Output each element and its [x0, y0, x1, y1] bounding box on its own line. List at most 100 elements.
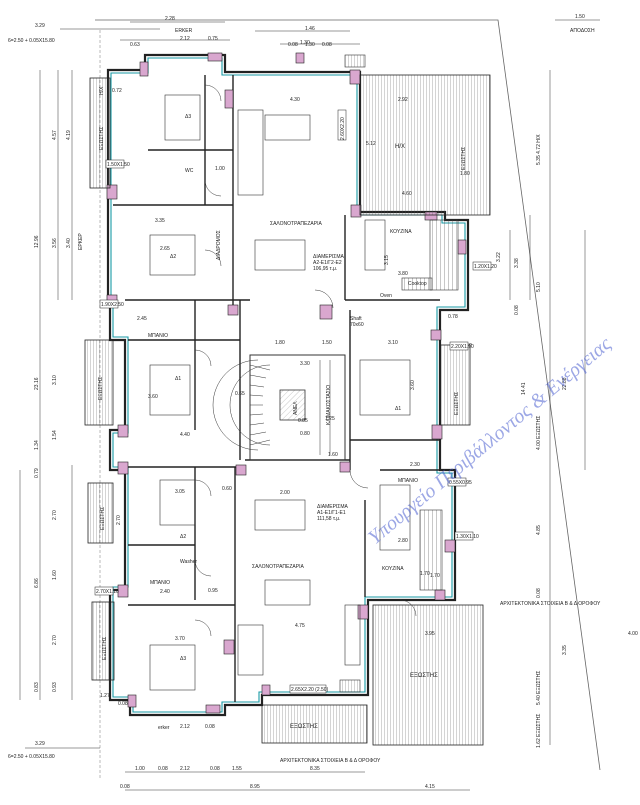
room-label-d2b: Δ2 [180, 534, 186, 540]
dim-text: 0.60 [222, 486, 232, 492]
dim-text: 0.08 [210, 766, 220, 772]
dim-text: 3.60 [148, 394, 158, 400]
dim-text: 0.95 [208, 588, 218, 594]
window-tag: 1.50X1.50 [107, 162, 130, 168]
dim-text: 8.95 [250, 784, 260, 790]
apartment-bottom-line-3: 111,58 τ.μ. [317, 516, 341, 522]
window-tag: 1.90X2.50 [101, 302, 124, 308]
doors [194, 84, 417, 637]
dim-text: 2.12 [180, 766, 190, 772]
apartment-top-line-2: Α2-Ε1/Γ2-Ε2 [313, 260, 342, 266]
dim-text: 1.00 [135, 766, 145, 772]
kitchen-label-top: ΚΟΥΖΙΝΑ [390, 229, 412, 235]
property-boundary [95, 19, 601, 771]
corridor-label: ΔΙΑΔΡΟΜΟΣ [216, 230, 222, 260]
dim-text: 3.29 [35, 23, 45, 29]
dim-text: 1.34 [34, 440, 40, 450]
dim-text: 4.15 [425, 784, 435, 790]
balconies [84, 74, 491, 746]
window-tag: 2.70X1.10 [96, 589, 119, 595]
dim-text: 4.85 [536, 525, 542, 535]
dim-text: 3.70 [175, 636, 185, 642]
dim-text: 5.10 [536, 282, 542, 292]
dim-text: 3.10 [52, 375, 58, 385]
window-tag: 2.65X2.20 (2.50) [291, 687, 329, 693]
window-tags: 1.50X1.50 1.20X1.20 2.20X1.10 2.65X2.20 … [94, 109, 497, 694]
dim-text: 1.50 [575, 14, 585, 20]
dim-text: 3.38 [514, 258, 520, 268]
dim-text: 0.72 [112, 88, 122, 94]
dim-text: 0.65 [235, 391, 245, 397]
dim-text: 1.30 [300, 40, 310, 46]
dim-text: 1.60 [52, 570, 58, 580]
elevator-label: ΑΝΕΛ [293, 401, 299, 415]
dim-text: 3.35 [562, 645, 568, 655]
dim-text: 1.25 [325, 416, 335, 422]
erker-top-label: ERKER [175, 28, 193, 34]
dim-text: 2.70 [52, 510, 58, 520]
dim-text: 2.65 [160, 246, 170, 252]
dim-text: 12.96 [34, 235, 40, 248]
erker-bottom-label: erker [158, 725, 170, 731]
dim-text: 4.60 [402, 191, 412, 197]
wall-note-bottom: 6=2.50 + 0.05X15.80 [8, 754, 55, 760]
dim-text: 3.22 [496, 252, 502, 262]
staircase [212, 354, 346, 461]
room-label-d1b: Δ1 [395, 406, 401, 412]
bathroom-label-2: ΜΠΑΝΙΟ [398, 478, 418, 484]
oven-label: Oven [380, 293, 392, 299]
cooktop-label: Cooktop [408, 281, 427, 287]
left-dimensions [19, 70, 73, 700]
wall-note-top: 6=2.50 + 0.05X15.80 [8, 38, 55, 44]
dim-text: 3.56 [52, 238, 58, 248]
dim-text: 3.29 [35, 741, 45, 747]
dim-text: 0.85 [298, 418, 308, 424]
dim-text: 0.08 [322, 42, 332, 48]
dim-text: 2.00 [280, 490, 290, 496]
dim-text: 4.19 [66, 130, 72, 140]
right-dim-hx: 5.35 4.72 H/X [536, 134, 542, 165]
window-tag: 2.60X2.20 [340, 117, 346, 140]
shaft-label: Shaft [350, 316, 362, 322]
dim-text: 1.27 [100, 693, 110, 699]
dim-text: 0.75 [208, 36, 218, 42]
dim-text: 1.00 [215, 166, 225, 172]
apartment-bottom-line-1: ΔΙΑΜΕΡΙΣΜΑ [317, 504, 349, 510]
dim-text: 4.75 [295, 623, 305, 629]
dim-text: 0.93 [52, 682, 58, 692]
room-label-d3b: Δ3 [180, 656, 186, 662]
furniture [149, 54, 411, 693]
right-dim-ex-3: 1.62 ΕΞΩΣΤΗΣ [536, 714, 542, 748]
dim-text: 14.41 [521, 382, 527, 395]
room-label-d3a: Δ3 [185, 114, 191, 120]
dim-text: 3.15 [384, 255, 390, 265]
dim-text: 0.08 [288, 42, 298, 48]
dim-text: 22.88 [562, 377, 568, 390]
dim-text: 3.95 [425, 631, 435, 637]
washer-label: Washer [180, 559, 197, 565]
dim-text: 0.83 [34, 682, 40, 692]
dim-text: 1.70 [420, 571, 430, 577]
dim-text: 2.30 [410, 462, 420, 468]
dim-text: 1.50 [322, 340, 332, 346]
apartment-bottom-line-2: Α1-Ε1/Γ1-Ε1 [317, 510, 346, 516]
balcony-label-topright: ΕΞΩΣΤΗΣ [461, 147, 467, 170]
dim-text: 0.08 [118, 701, 128, 707]
balcony-label-bottomright: ΕΞΩΣΤΗΣ [410, 673, 438, 679]
arch-note-bottom: ΑΡΧΙΤΕΚΤΟΝΙΚΑ ΣΤΟΙΧΕΙΑ Β & Δ ΟΡΟΦΟΥ [280, 758, 381, 764]
balcony-label-topleft: ΕΞΩΣΤΗΣ [99, 127, 105, 150]
dim-text: 1.55 [232, 766, 242, 772]
dim-text: 0.08 [205, 724, 215, 730]
dim-text: 3.40 [66, 238, 72, 248]
dim-text: 3.60 [410, 380, 416, 390]
bottom-dimension-texts: 1.00 0.08 2.12 0.08 1.55 8.35 0.08 8.95 … [35, 693, 435, 790]
top-dimensions [60, 19, 600, 45]
window-tag: 0.55X0.95 [449, 480, 472, 486]
top-dimension-texts: 3.29 2.28 1.46 0.63 2.12 0.75 0.08 1.30 … [35, 14, 585, 197]
dim-text: 3.10 [388, 340, 398, 346]
dim-text: 2.12 [180, 724, 190, 730]
dim-text: 6.86 [34, 578, 40, 588]
apartment-top-line-3: 106,95 τ.μ. [313, 266, 337, 272]
